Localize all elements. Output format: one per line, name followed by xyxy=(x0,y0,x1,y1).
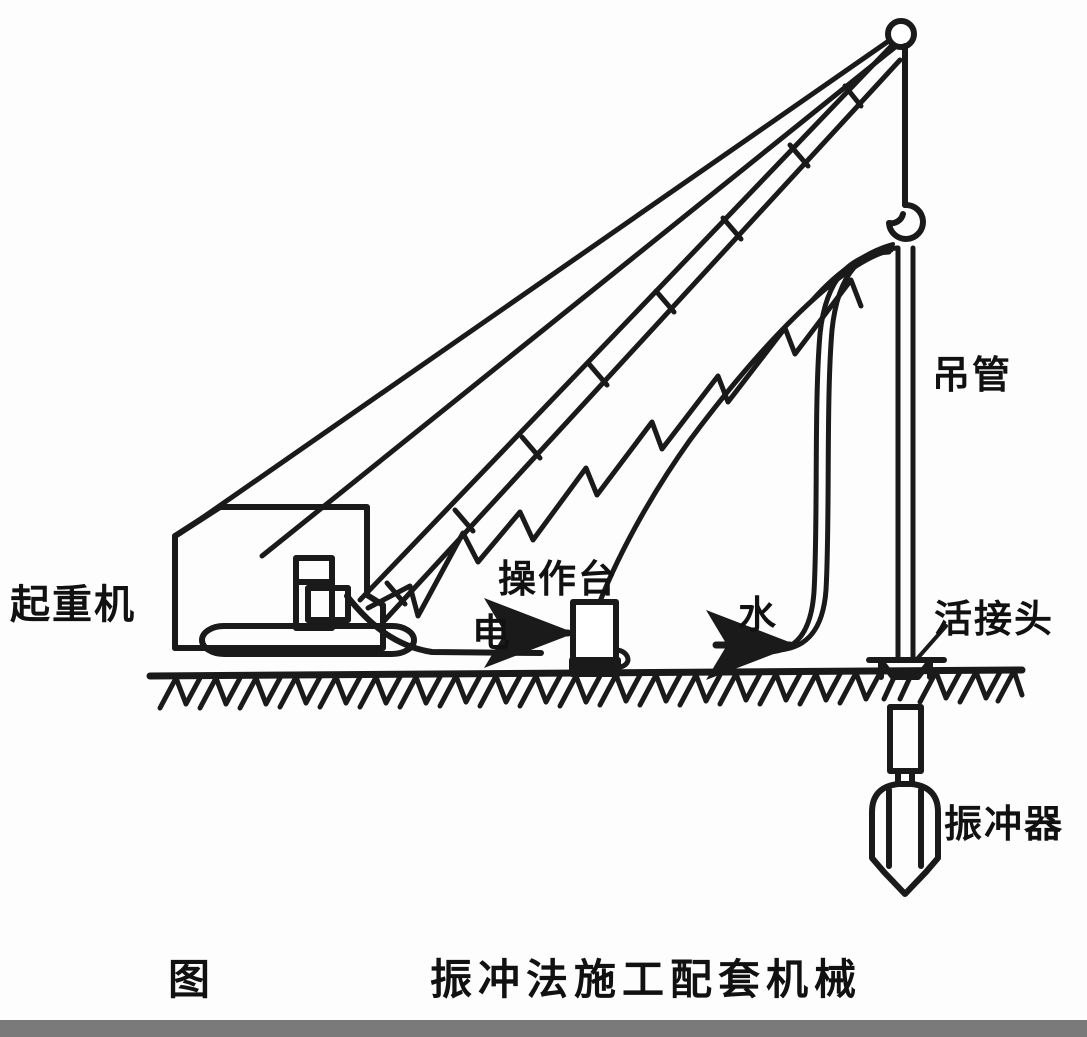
boom-tip-sheave xyxy=(885,18,917,50)
crane-hook xyxy=(886,201,926,242)
label-electricity: 电 xyxy=(472,611,513,655)
water-hose xyxy=(767,245,900,655)
vibroflot xyxy=(869,704,941,897)
power-cable xyxy=(344,593,544,656)
bottom-gray-bar xyxy=(0,1020,1087,1037)
label-vibroflot: 振冲器 xyxy=(944,802,1065,846)
label-crane: 起重机 xyxy=(10,582,136,628)
union-joint-leader xyxy=(914,624,948,662)
label-union-joint: 活接头 xyxy=(934,597,1055,641)
figure-caption: 图 振冲法施工配套机械 xyxy=(0,946,1087,1008)
label-console: 操作台 xyxy=(498,557,619,601)
hanging-pipe xyxy=(895,245,916,661)
ground-hatching xyxy=(157,668,1025,711)
label-water: 水 xyxy=(738,593,779,637)
caption-title: 振冲法施工配套机械 xyxy=(430,955,863,1004)
console-connector xyxy=(613,647,631,670)
caption-prefix: 图 xyxy=(168,955,211,1004)
boom-guy-lines xyxy=(176,35,897,559)
union-joint xyxy=(866,657,947,680)
control-console xyxy=(569,599,621,677)
label-hanging-pipe: 吊管 xyxy=(932,353,1013,397)
lattice-boom xyxy=(357,37,903,623)
console-cable-upper xyxy=(593,247,894,615)
crane-winch-detail xyxy=(293,555,351,631)
